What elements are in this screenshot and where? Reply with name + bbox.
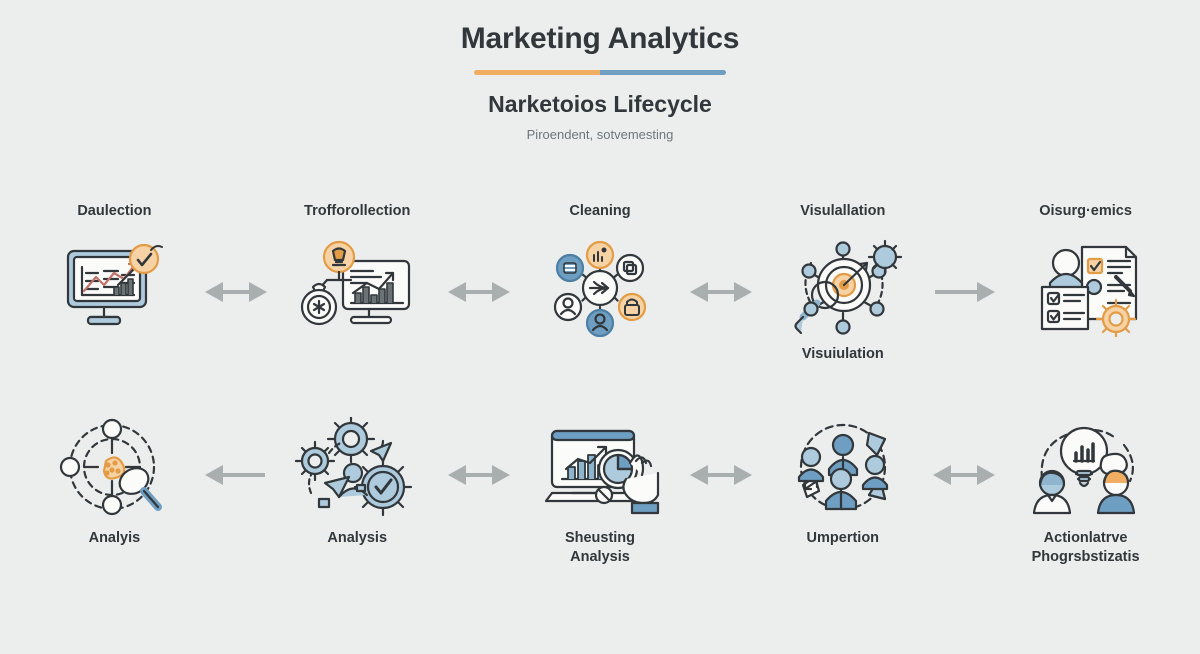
stage-row1-5[interactable]: Oisurg·emics [1001, 202, 1170, 338]
pipeline-row-1: Daulection [30, 202, 1170, 364]
stage-label-line-2: Phogrsbstizatis [1031, 549, 1140, 566]
pipeline-row-2: Analyis [30, 405, 1170, 567]
connector-row2-2 [442, 423, 516, 527]
connector-row1-3 [684, 240, 758, 344]
stage-row2-3[interactable]: Sheusting Analysis [516, 405, 685, 567]
connector-row1-1 [199, 240, 273, 344]
stage-label-line-1: Actionlatrve [1043, 530, 1128, 546]
connector-row2-1 [199, 423, 273, 527]
connector-row2-3 [684, 423, 758, 527]
laptop-bar-chart-trophy-medal-icon [295, 233, 419, 337]
target-magnifier-gear-icon [781, 233, 905, 337]
accent-bar-right [600, 69, 726, 75]
monitor-line-chart-check-icon [52, 233, 176, 337]
subtitle: Narketoios Lifecycle [488, 90, 712, 117]
stage-label: Sheusting Analysis [565, 529, 635, 567]
stage-row1-1[interactable]: Daulection [30, 202, 199, 337]
accent-bar [474, 69, 726, 75]
stage-label: Cleaning [569, 203, 631, 219]
caption: Piroendent, sotvemesting [526, 126, 674, 142]
stage-label: Daulection [77, 203, 152, 219]
checklist-documents-person-gear-icon [1024, 233, 1148, 338]
stage-row2-1[interactable]: Analyis [30, 405, 199, 548]
stage-label: Umpertion [806, 530, 880, 546]
stage-row1-2[interactable]: Trofforollection [273, 202, 442, 337]
stage-row2-2[interactable]: Analysis [273, 405, 442, 548]
magnifier-orbit-cluster-icon [52, 417, 176, 521]
laptop-chart-pie-magnifier-hand-icon [538, 417, 662, 521]
connector-row1-4 [927, 240, 1001, 344]
stage-label: Trofforollection [304, 203, 411, 219]
connector-row1-2 [442, 240, 516, 344]
network-nodes-hub-icon [538, 233, 662, 338]
stage-row2-4[interactable]: Umpertion [758, 405, 927, 548]
accent-bar-left [474, 69, 600, 75]
header: Marketing Analytics Narketoios Lifecycle… [0, 22, 1200, 142]
connector-row2-4 [927, 423, 1001, 527]
stage-label: Visulallation [800, 203, 886, 219]
lightbulb-bar-chart-people-icon [1024, 417, 1148, 521]
stage-row1-3[interactable]: Cleaning [516, 202, 685, 338]
stage-label: Analysis [327, 530, 388, 546]
stage-row1-4[interactable]: Visulallation [758, 202, 927, 364]
stage-label-line-2: Analysis [570, 549, 630, 566]
stage-label-line-1: Sheusting [564, 530, 636, 546]
team-people-circular-arrows-icon [781, 417, 905, 521]
page-title: Marketing Analytics [460, 22, 740, 55]
stage-label: Analyis [88, 530, 141, 546]
stage-label-secondary: Visuiulation [801, 346, 884, 363]
stage-label: Oisurg·emics [1039, 203, 1132, 219]
stage-label: Actionlatrve Phogrsbstizatis [1032, 529, 1140, 567]
gears-check-arrows-icon [295, 417, 419, 521]
stage-row2-5[interactable]: Actionlatrve Phogrsbstizatis [1001, 405, 1170, 567]
